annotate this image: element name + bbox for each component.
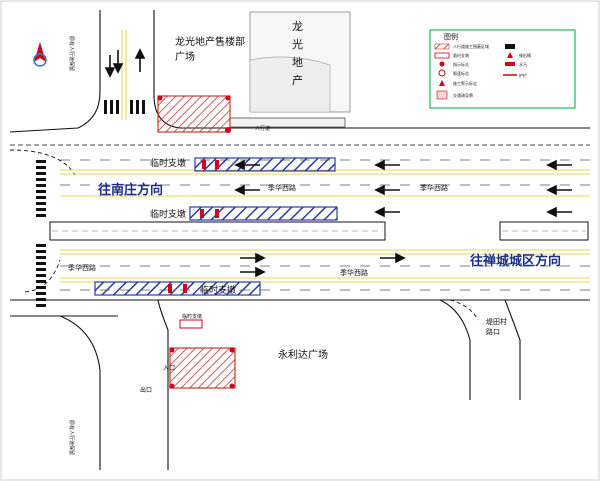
plaza-north-label-1: 龙光地产售楼部 — [175, 35, 245, 48]
pedestrian-west-top-label: 原有人行道保留 — [68, 36, 75, 71]
building-char-3: 地 — [292, 56, 303, 69]
pedestrian-west-bottom-label: 原有人行道保留 — [68, 420, 75, 455]
legend: 图例 人行道施工围蔽区域 临时支墩 指示标志 锥形桶 限速标志 护栏 施工警示标… — [429, 29, 576, 109]
sign-icon — [439, 61, 445, 67]
support-box-icon — [434, 52, 450, 59]
road-label-upper-right: 季华西路 — [420, 183, 448, 192]
support-zone-3 — [94, 281, 261, 296]
legend-title: 图例 — [444, 32, 458, 41]
road-boundaries — [9, 10, 590, 470]
work-zone-south — [169, 347, 236, 389]
support-label-2: 临时支墩 — [150, 208, 186, 220]
intersection-label-2: 路口 — [486, 327, 500, 336]
plaza-north-label-2: 广场 — [175, 50, 195, 63]
support-label-1: 临时支墩 — [150, 157, 186, 169]
legend-label-7: 水马 — [519, 61, 527, 67]
direction-east: 往禅城城区方向 — [470, 253, 561, 269]
legend-label-2: 指示标志 — [453, 61, 469, 67]
zebra-crossing-north — [104, 100, 145, 114]
legend-label-0: 人行道施工围蔽区域 — [453, 43, 489, 49]
warning-icon — [439, 80, 445, 86]
support-zone-1 — [194, 157, 336, 172]
pedestrian-top-label: 人行道 — [255, 125, 270, 132]
road-label-lower-left: 季华西路 — [68, 263, 96, 272]
support-label-4: 临时支墩 — [182, 313, 202, 320]
central-median — [49, 221, 589, 241]
support-label-3: 临时支墩 — [200, 284, 236, 296]
entrance-label: 入口 — [163, 365, 175, 372]
exit-label: 出口 — [140, 386, 152, 394]
building-char-1: 龙 — [292, 20, 303, 33]
support-piers — [157, 95, 235, 389]
legend-label-3: 锥形桶 — [519, 52, 531, 58]
legend-icon-a — [505, 44, 515, 49]
pedestrian-strip-top — [229, 117, 346, 128]
road-label-lower: 季华西路 — [340, 268, 368, 277]
legend-label-6: 施工警示标志 — [453, 80, 477, 86]
legend-label-4: 限速标志 — [453, 70, 469, 76]
building-north — [249, 11, 351, 113]
legend-label-5: 护栏 — [519, 72, 527, 78]
road-label-upper: 季华西路 — [268, 183, 296, 192]
zebra-crossing — [36, 160, 46, 307]
hatched-box-icon — [434, 43, 450, 50]
speed-sign-icon — [438, 69, 446, 77]
legend-label-8: 交通疏导牌 — [453, 92, 473, 98]
work-zone-north — [157, 95, 231, 133]
building-char-2: 光 — [292, 37, 303, 51]
cone-icon — [507, 52, 513, 58]
curb-curves — [9, 149, 479, 321]
plaza-south-label: 永利达广场 — [278, 348, 328, 361]
building-char-4: 产 — [292, 73, 303, 87]
guide-icon — [436, 90, 448, 100]
north-arrow-icon — [33, 42, 47, 67]
traffic-arrows — [104, 48, 572, 278]
support-zone-2 — [189, 206, 338, 221]
direction-west: 往南庄方向 — [98, 182, 163, 198]
water-barrier-icon — [505, 62, 515, 66]
intersection-label-1: 堤田村 — [486, 317, 507, 326]
legend-label-1: 临时支墩 — [453, 52, 469, 58]
